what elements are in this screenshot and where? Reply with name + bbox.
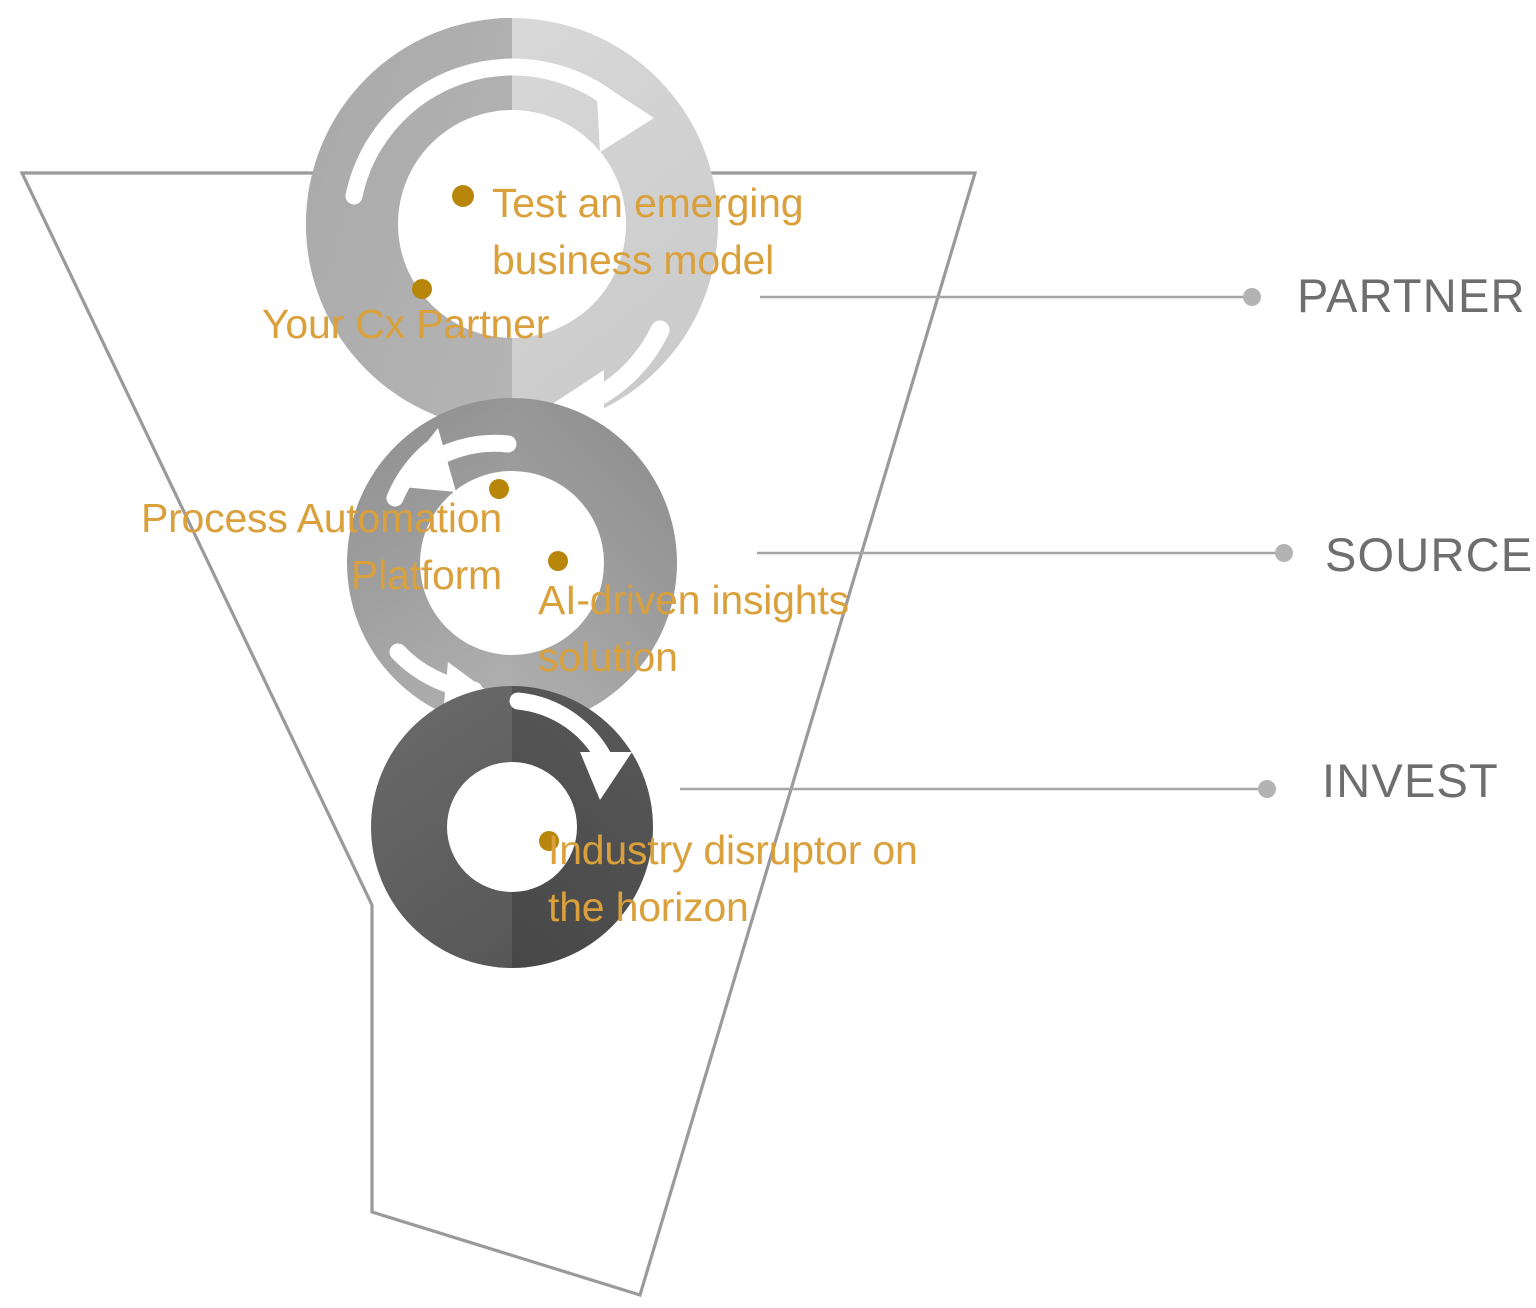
bullet-cx-partner bbox=[412, 279, 432, 299]
callout-process-automation-platform: Process Automation Platform bbox=[140, 495, 502, 598]
ring-source bbox=[347, 398, 677, 728]
ring-invest bbox=[371, 686, 653, 968]
connector-partner bbox=[760, 288, 1261, 306]
connector-dot-source bbox=[1275, 544, 1293, 562]
connector-dot-partner bbox=[1243, 288, 1261, 306]
callout-your-cx-partner: Your Cx Partner bbox=[262, 301, 550, 347]
bullet-process-platform bbox=[489, 479, 509, 499]
ring-partner bbox=[306, 18, 718, 442]
bullet-ai-insights bbox=[548, 551, 568, 571]
stage-label-source: SOURCE bbox=[1325, 528, 1534, 581]
callout-ai-driven-insights-solution: AI-driven insights solution bbox=[538, 577, 849, 680]
bullet-industry bbox=[539, 831, 559, 851]
bullet-test-model bbox=[452, 185, 474, 207]
stage-label-partner: PARTNER bbox=[1297, 269, 1526, 322]
connector-invest bbox=[680, 780, 1276, 798]
callout-industry-disruptor: Industry disruptor on the horizon bbox=[548, 827, 918, 930]
stage-label-invest: INVEST bbox=[1322, 754, 1499, 807]
callout-test-emerging-business-model: Test an emerging business model bbox=[492, 180, 804, 283]
connector-source bbox=[757, 544, 1293, 562]
connector-dot-invest bbox=[1258, 780, 1276, 798]
funnel-outline bbox=[19, 171, 978, 1298]
